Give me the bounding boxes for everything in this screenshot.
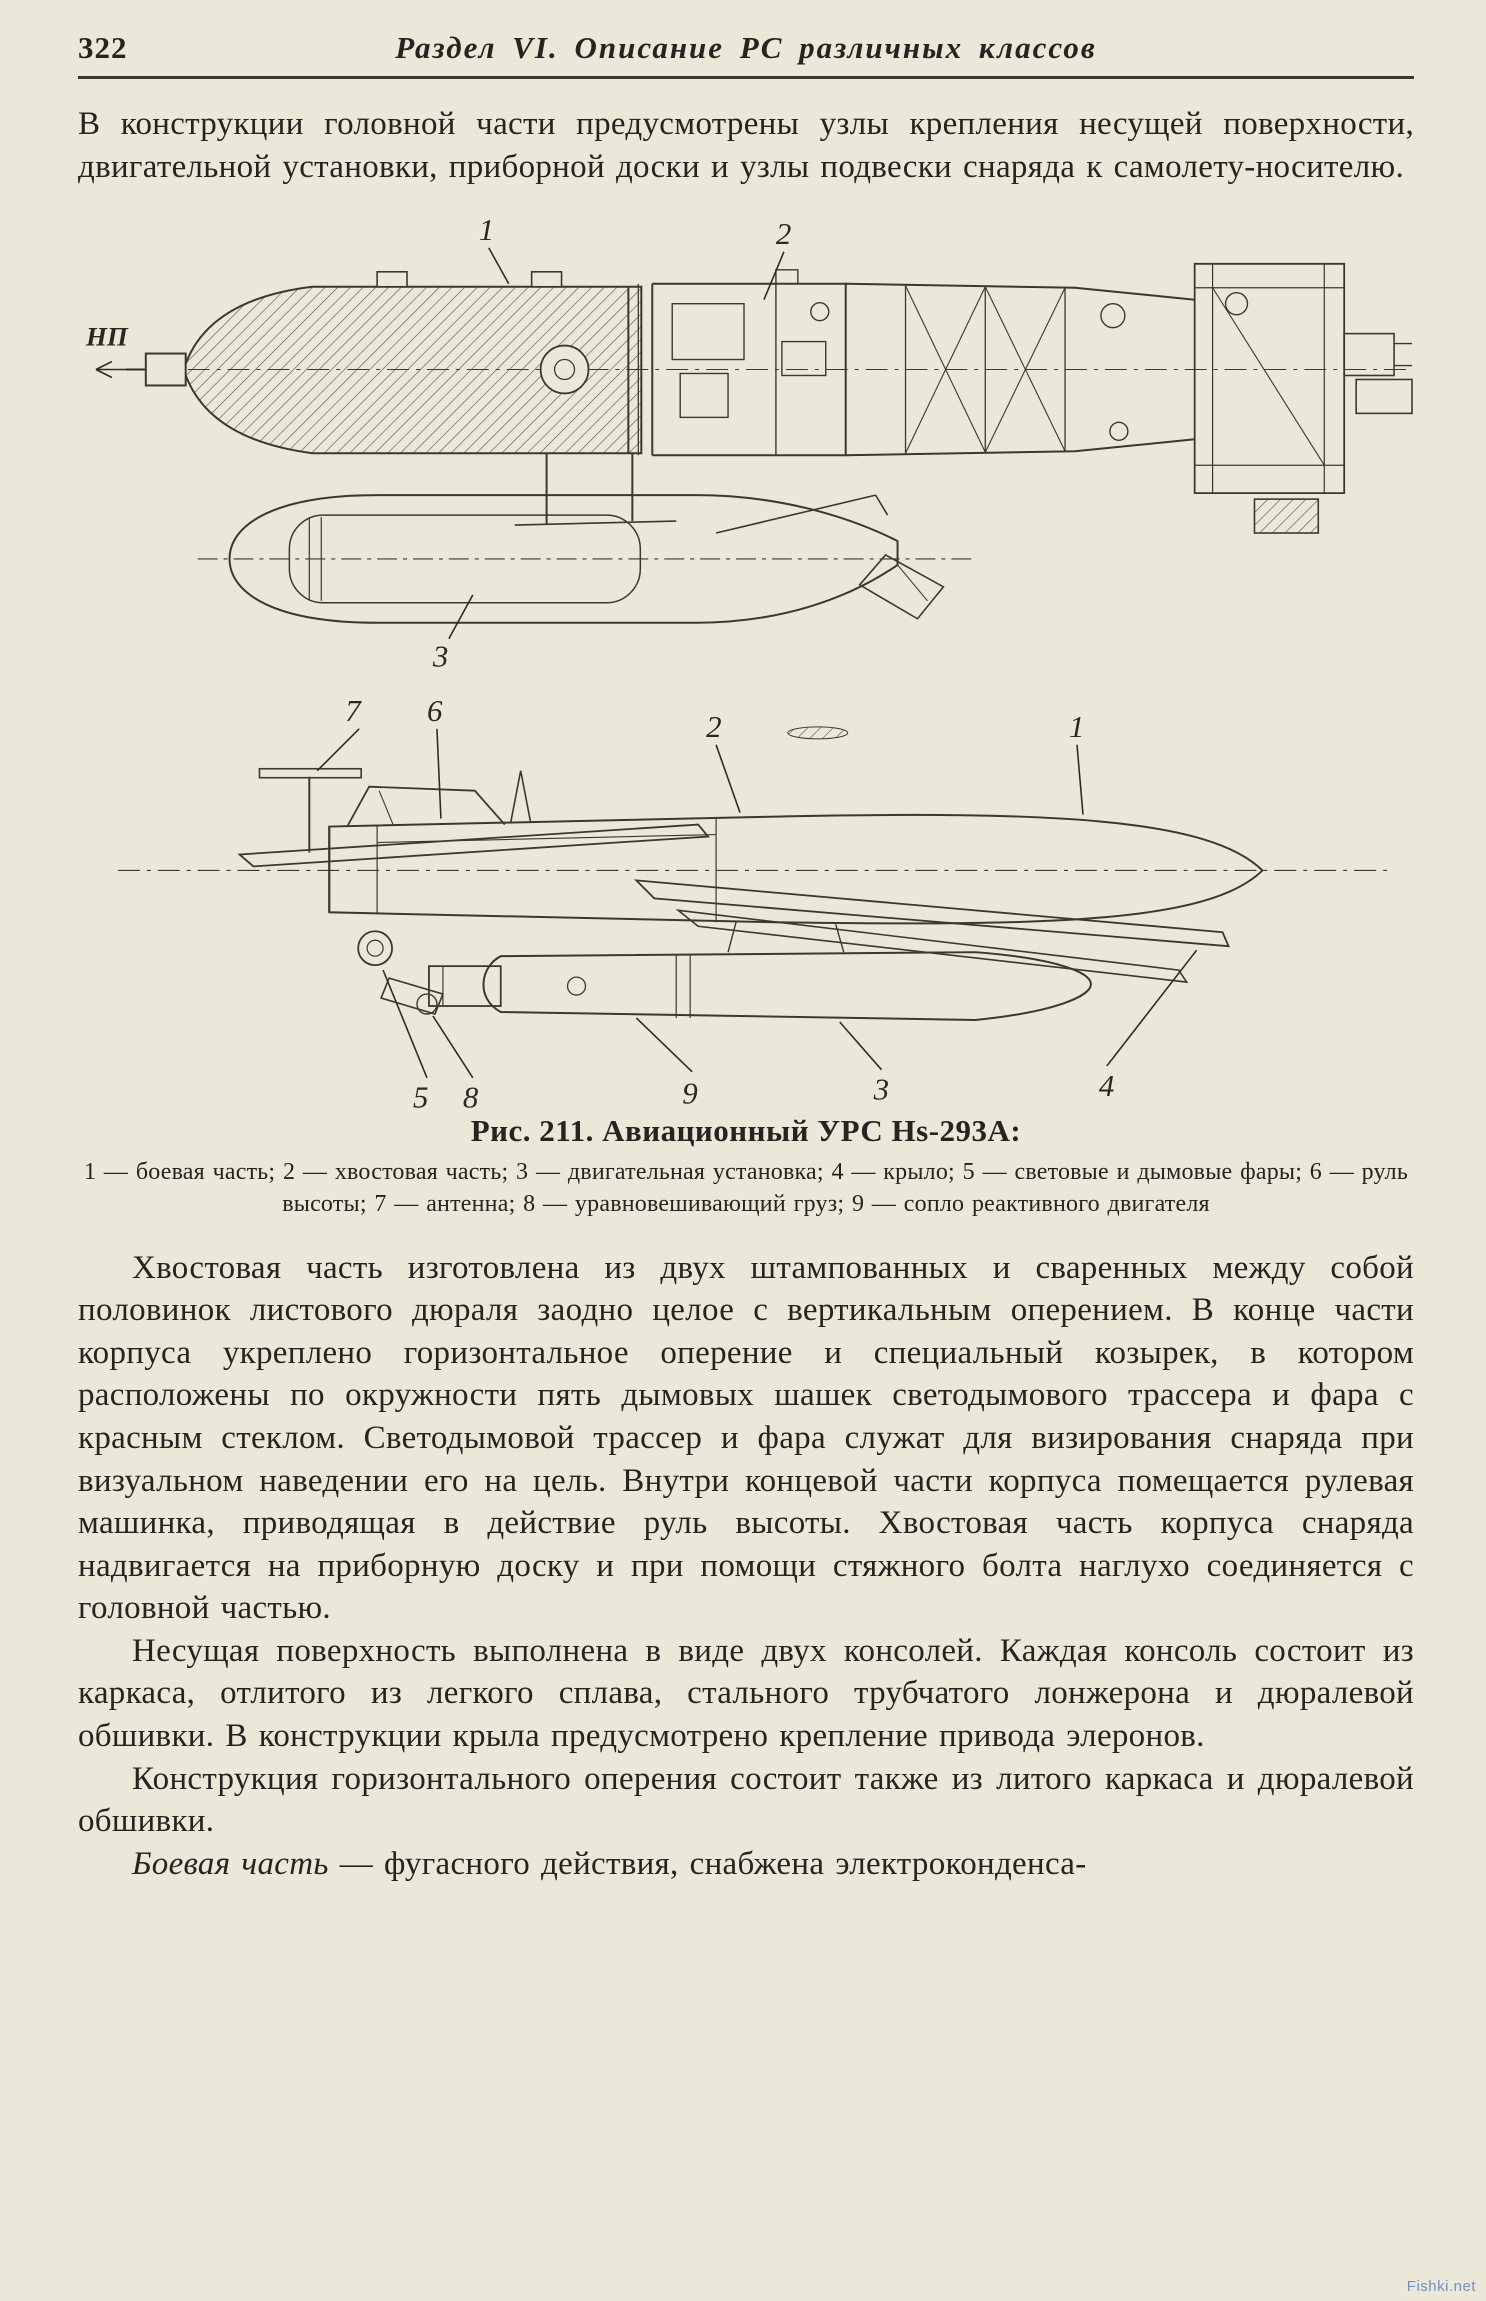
callout-6-exterior: 6 (427, 693, 443, 728)
cutaway-drawing: 1 2 3 НП (85, 212, 1413, 673)
callout-5-exterior: 5 (413, 1079, 428, 1111)
figure-211: 1 2 3 НП (78, 204, 1414, 1221)
page-header: 322 Раздел VI. Описание РС различных кла… (78, 30, 1414, 74)
callout-2-cutaway: 2 (776, 216, 791, 251)
nose-direction-label: НП (85, 322, 129, 352)
header-rule (78, 76, 1414, 79)
body-text: Хвостовая часть изготовлена из двух штам… (78, 1247, 1414, 1885)
paragraph-stabilizer: Конструкция горизонтального оперения сос… (78, 1760, 1414, 1840)
callout-7-exterior: 7 (345, 693, 362, 728)
callout-8-exterior: 8 (463, 1079, 479, 1111)
paragraph-tail-section: Хвостовая часть изготовлена из двух штам… (78, 1249, 1414, 1627)
figure-caption-title: Рис. 211. Авиационный УРС Hs-293A: (470, 1113, 1022, 1149)
callout-9-exterior: 9 (682, 1075, 697, 1110)
figure-caption: Рис. 211. Авиационный УРС Hs-293A: 1 — б… (78, 1113, 1414, 1220)
exterior-leader-lines (316, 728, 1198, 1078)
callout-2-exterior: 2 (706, 709, 721, 744)
callout-1-exterior: 1 (1069, 709, 1084, 744)
watermark: Fishki.net (1406, 2278, 1476, 2295)
warhead-term: Боевая часть (132, 1845, 329, 1882)
running-title: Раздел VI. Описание РС различных классов (395, 30, 1097, 65)
callout-3-cutaway: 3 (432, 639, 448, 673)
figure-legend: 1 — боевая часть; 2 — хвостовая часть; 3… (84, 1159, 1408, 1218)
missile-cutaway-outline (107, 263, 1413, 624)
callout-1-cutaway: 1 (479, 212, 494, 247)
cutaway-leader-lines (95, 247, 785, 640)
intro-paragraph: В конструкции головной части предусмотре… (78, 106, 1414, 185)
exterior-drawing: 7 6 2 1 5 8 9 3 4 (117, 693, 1395, 1111)
warhead-rest: — фугасного действия, снабжена электроко… (328, 1845, 1087, 1882)
page-number: 322 (78, 30, 128, 65)
paragraph-wing: Несущая поверхность выполнена в виде дву… (78, 1632, 1414, 1754)
callout-3-exterior: 3 (873, 1071, 889, 1106)
paragraph-warhead: Боевая часть — фугасного действия, снабж… (78, 1843, 1414, 1886)
callout-4-exterior: 4 (1099, 1067, 1114, 1102)
missile-exterior-outline (117, 726, 1395, 1021)
